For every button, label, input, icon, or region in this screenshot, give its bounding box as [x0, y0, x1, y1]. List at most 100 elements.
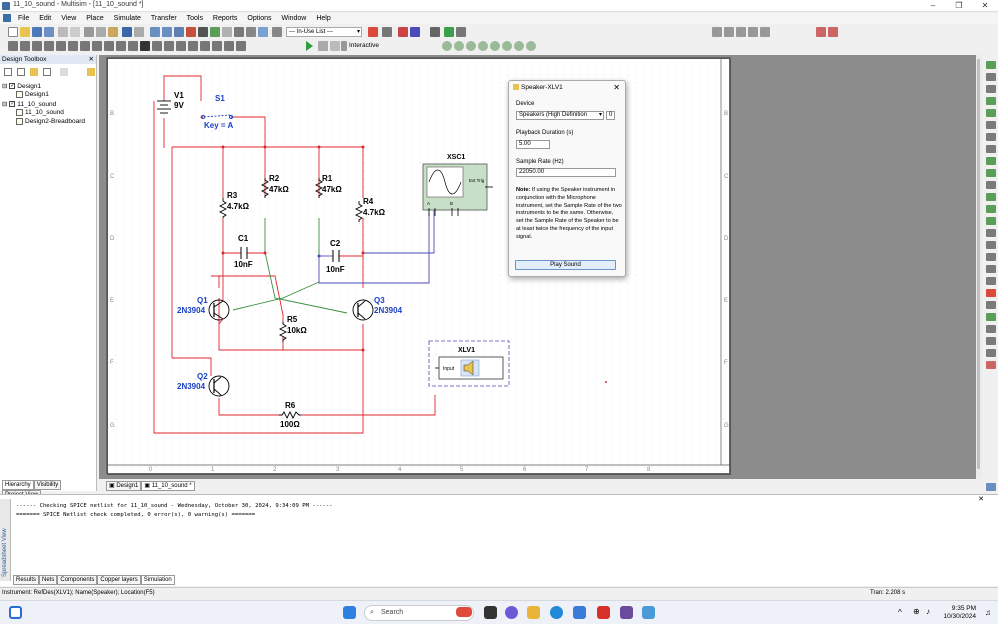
- probe-icon[interactable]: [368, 27, 378, 37]
- signal-wires-green[interactable]: [232, 218, 348, 314]
- oscilloscope-icon[interactable]: [478, 41, 488, 51]
- menu-simulate[interactable]: Simulate: [113, 15, 141, 22]
- word-generator-instrument-icon[interactable]: [986, 145, 996, 153]
- app-menu-icon[interactable]: [3, 14, 11, 22]
- tree-item-design1[interactable]: ⊟ ✓Design1: [2, 83, 42, 90]
- new-icon[interactable]: [8, 27, 18, 37]
- menu-transfer[interactable]: Transfer: [150, 15, 177, 22]
- zoom-out-icon[interactable]: [724, 27, 734, 37]
- current-probe-instrument-icon[interactable]: [986, 289, 996, 297]
- speaker-xlv1[interactable]: XLV1 Input: [428, 340, 510, 387]
- electromech-icon[interactable]: [176, 41, 186, 51]
- run-icon[interactable]: [306, 41, 313, 51]
- power-wires[interactable]: [153, 75, 436, 434]
- cut-icon[interactable]: [84, 27, 94, 37]
- frequency-counter-instrument-icon[interactable]: [986, 133, 996, 141]
- copy-icon[interactable]: [96, 27, 106, 37]
- agilent-generator-icon[interactable]: [986, 229, 996, 237]
- oscilloscope-xsc1[interactable]: XSC1 Ext Trig A B: [422, 154, 493, 216]
- logic-converter-icon[interactable]: [986, 157, 996, 165]
- tab-hierarchy[interactable]: Hierarchy: [2, 480, 34, 490]
- multimeter-icon[interactable]: [442, 41, 452, 51]
- vertical-scrollbar[interactable]: [976, 55, 982, 479]
- analog-icon[interactable]: [56, 41, 66, 51]
- multimeter-instrument-icon[interactable]: [986, 61, 996, 69]
- menu-reports[interactable]: Reports: [212, 15, 238, 22]
- volume-icon[interactable]: ♪: [926, 607, 930, 616]
- device-select[interactable]: Speakers (High Definition▾: [516, 111, 604, 120]
- measurement-icon[interactable]: [382, 27, 392, 37]
- scrollbar-thumb[interactable]: [977, 59, 980, 469]
- signal-analyzer-icon[interactable]: [986, 325, 996, 333]
- menu-options[interactable]: Options: [247, 15, 272, 22]
- voltage-probe-icon[interactable]: [398, 27, 408, 37]
- edge-icon[interactable]: [550, 606, 563, 619]
- close-icon[interactable]: ✕: [613, 83, 620, 92]
- schematic-sheet[interactable]: B C D E F G B C D E F G 0 1 2 3 4 5 6 7 …: [106, 57, 731, 475]
- menu-tools[interactable]: Tools: [186, 15, 203, 22]
- minimize-button[interactable]: –: [930, 1, 936, 10]
- signal-generator-icon[interactable]: [986, 337, 996, 345]
- device-index-field[interactable]: 0: [606, 111, 615, 120]
- back-annotate-icon[interactable]: [234, 27, 244, 37]
- document-icon[interactable]: [43, 68, 51, 76]
- mixed-icon[interactable]: [104, 41, 114, 51]
- taskbar-clock[interactable]: 9:35 PM 10/30/2024: [943, 605, 976, 621]
- close-icon[interactable]: ✕: [978, 496, 984, 503]
- streaming-generator-icon[interactable]: [986, 349, 996, 357]
- resistor-r5[interactable]: [278, 322, 288, 342]
- bode-plotter-instrument-icon[interactable]: [986, 121, 996, 129]
- transfer-icon[interactable]: [258, 27, 268, 37]
- capacitor-c1[interactable]: C1 10nF: [223, 234, 265, 269]
- menu-edit[interactable]: Edit: [39, 15, 52, 22]
- tab-visibility[interactable]: Visibility: [33, 480, 62, 490]
- cmos-icon[interactable]: [80, 41, 90, 51]
- microphone-instrument-icon[interactable]: [986, 301, 996, 309]
- bus-icon[interactable]: [236, 41, 246, 51]
- close-button[interactable]: ✕: [981, 1, 989, 10]
- distortion-analyzer-icon[interactable]: [986, 193, 996, 201]
- redo-icon[interactable]: [134, 27, 144, 37]
- network-analyzer-icon[interactable]: [986, 217, 996, 225]
- grapher-icon[interactable]: [210, 27, 220, 37]
- speaker-instrument-icon[interactable]: [986, 313, 996, 321]
- network-app-icon[interactable]: [642, 606, 655, 619]
- save-icon[interactable]: [32, 27, 42, 37]
- layout-icon[interactable]: [816, 27, 826, 37]
- spectrum-analyzer-icon[interactable]: [986, 205, 996, 213]
- transistor-q3[interactable]: Q3 2N3904: [352, 296, 403, 321]
- advanced-peripherals-icon[interactable]: [152, 41, 162, 51]
- tree-item-breadboard[interactable]: Design2-Breadboard: [16, 118, 85, 125]
- four-channel-scope-icon[interactable]: [986, 109, 996, 117]
- in-use-list-dropdown[interactable]: --- In-Use List ---▾: [286, 27, 362, 37]
- dock-toggle-icon[interactable]: [986, 483, 996, 491]
- find-icon[interactable]: [430, 27, 440, 37]
- zoom-area-icon[interactable]: [736, 27, 746, 37]
- iv-analyzer-icon[interactable]: [986, 181, 996, 189]
- resistor-r1[interactable]: [314, 178, 324, 198]
- menu-help[interactable]: Help: [316, 15, 331, 22]
- chevron-up-icon[interactable]: ^: [898, 608, 902, 617]
- menu-place[interactable]: Place: [86, 15, 104, 22]
- tree-item-design1-sheet[interactable]: Design1: [16, 91, 49, 98]
- layout-alt-icon[interactable]: [828, 27, 838, 37]
- full-screen-icon[interactable]: [760, 27, 770, 37]
- logic-analyzer-instrument-icon[interactable]: [986, 169, 996, 177]
- transistor-q2[interactable]: Q2 2N3904: [177, 372, 230, 397]
- tree-item-11-10-sound-sheet[interactable]: 11_10_sound: [16, 109, 64, 116]
- connectors-icon[interactable]: [200, 41, 210, 51]
- new-sheet-icon[interactable]: [17, 68, 25, 76]
- word-generator-icon[interactable]: [514, 41, 524, 51]
- scope-wires-blue[interactable]: [318, 206, 435, 284]
- file-explorer-icon[interactable]: [527, 606, 540, 619]
- logic-analyzer-icon[interactable]: [526, 41, 536, 51]
- acrobat-icon[interactable]: [597, 606, 610, 619]
- chat-icon[interactable]: [505, 606, 518, 619]
- resistor-r2[interactable]: [260, 178, 270, 198]
- transistor-q1[interactable]: Q1 2N3904: [177, 288, 230, 325]
- taskbar-search[interactable]: ⌕Search: [364, 605, 474, 621]
- tab-results[interactable]: Results: [13, 575, 40, 585]
- close-icon[interactable]: ✕: [88, 56, 94, 63]
- wattmeter-icon[interactable]: [466, 41, 476, 51]
- resistor-r6[interactable]: [279, 410, 301, 420]
